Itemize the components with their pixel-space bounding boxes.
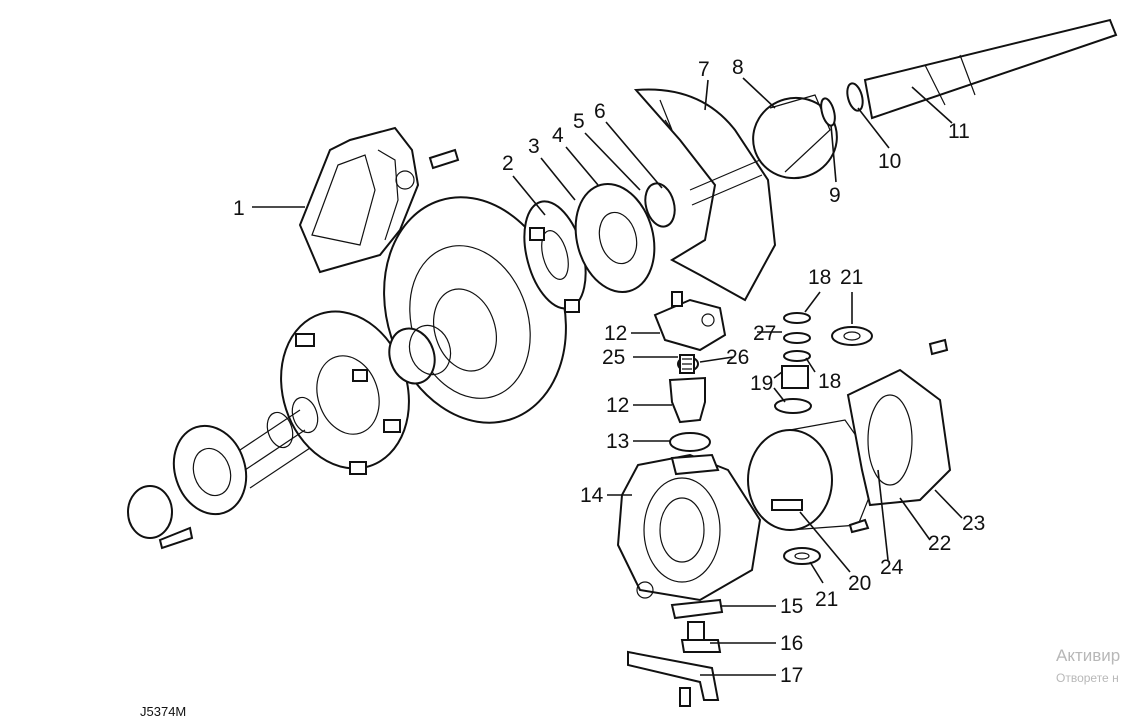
callout-23: 23 bbox=[962, 512, 985, 535]
o-ring-drawing bbox=[669, 432, 711, 452]
callout-8: 8 bbox=[732, 56, 744, 79]
bearing-stack-drawing bbox=[523, 182, 676, 313]
brake-caliper-drawing bbox=[298, 126, 460, 274]
mud-shield-drawing bbox=[633, 88, 777, 302]
activation-watermark-line2: Отворете н bbox=[1056, 671, 1119, 685]
callout-1: 1 bbox=[233, 197, 245, 220]
activation-watermark-line1: Активир bbox=[1056, 646, 1120, 665]
leader-lines bbox=[252, 77, 963, 676]
callout-20: 20 bbox=[848, 572, 871, 595]
callout-21-lower: 21 bbox=[815, 588, 838, 611]
callout-19: 19 bbox=[750, 372, 773, 395]
callout-13: 13 bbox=[606, 430, 629, 453]
callout-12-upper: 12 bbox=[604, 322, 627, 345]
callout-17: 17 bbox=[780, 664, 803, 687]
callout-7: 7 bbox=[698, 58, 710, 81]
spring-pin-drawing bbox=[679, 354, 695, 374]
drive-flange-drawing bbox=[127, 396, 319, 550]
callout-5: 5 bbox=[573, 110, 585, 133]
callout-21-upper: 21 bbox=[840, 266, 863, 289]
lower-pin-arm-drawing bbox=[627, 598, 724, 707]
callout-11: 11 bbox=[948, 120, 970, 143]
callout-24: 24 bbox=[880, 556, 904, 579]
callout-27: 27 bbox=[753, 322, 776, 345]
callout-2: 2 bbox=[502, 152, 514, 175]
callout-26: 26 bbox=[726, 346, 749, 369]
callout-18-lower: 18 bbox=[818, 370, 841, 393]
hub-flange-drawing bbox=[280, 310, 452, 475]
callout-18-upper: 18 bbox=[808, 266, 831, 289]
callout-4: 4 bbox=[552, 124, 564, 147]
callout-16: 16 bbox=[780, 632, 803, 655]
callout-12-lower: 12 bbox=[606, 394, 629, 417]
callout-22: 22 bbox=[928, 532, 951, 555]
callout-labels: 1 2 3 4 5 6 7 8 9 10 11 12 12 13 14 15 1… bbox=[233, 56, 985, 687]
callout-6: 6 bbox=[594, 100, 606, 123]
callout-25: 25 bbox=[602, 346, 625, 369]
callout-15: 15 bbox=[780, 595, 803, 618]
callout-3: 3 bbox=[528, 135, 540, 158]
swivel-ball-drawing bbox=[747, 338, 952, 534]
swivel-housing-drawing bbox=[616, 453, 762, 602]
callout-9: 9 bbox=[829, 184, 841, 207]
callout-10: 10 bbox=[878, 150, 901, 173]
figure-reference: J5374M bbox=[140, 704, 186, 719]
callout-14: 14 bbox=[580, 484, 604, 507]
small-bearings-drawing bbox=[774, 312, 873, 565]
drive-shaft-drawing bbox=[689, 18, 1118, 206]
